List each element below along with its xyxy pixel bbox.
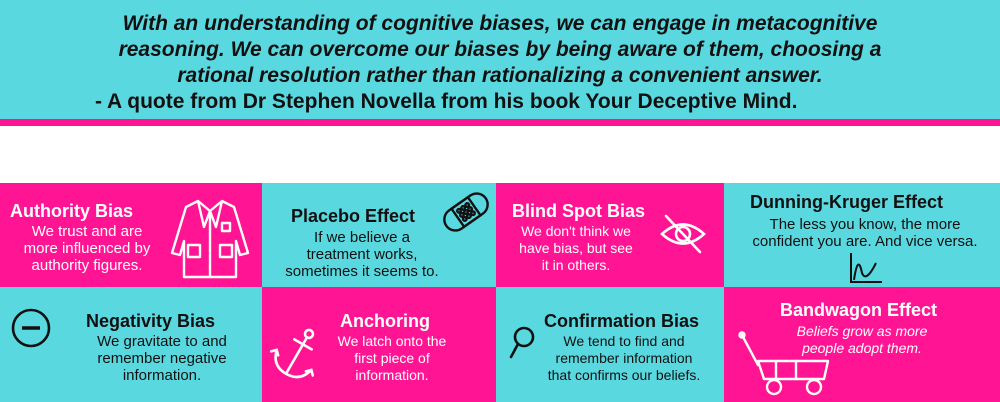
quote-line: With an understanding of cognitive biase… <box>122 12 878 35</box>
tile-body-line: remember negative <box>97 350 227 367</box>
lab-coat-icon <box>170 197 250 281</box>
tile-bandwagon-effect: Bandwagon Effect Beliefs grow as more pe… <box>724 287 1000 402</box>
curve-graph-icon <box>848 251 884 285</box>
quote-panel: With an understanding of cognitive biase… <box>0 0 1000 119</box>
tile-body-line: The less you know, the more <box>769 216 961 233</box>
quote-line: reasoning. We can overcome our biases by… <box>118 38 882 61</box>
tile-title: Anchoring <box>340 311 430 331</box>
tile-body-line: it in others. <box>541 257 611 273</box>
tile-negativity-bias: Negativity Bias We gravitate to and reme… <box>0 287 262 402</box>
tile-body-line: Beliefs grow as more <box>796 323 928 339</box>
tile-confirmation-bias: Confirmation Bias We tend to find and re… <box>496 287 724 402</box>
tile-body: We don't think we have bias, but see it … <box>506 223 646 274</box>
tile-dunning-kruger-effect: Dunning-Kruger Effect The less you know,… <box>724 183 1000 287</box>
tile-body-line: information. <box>122 367 202 384</box>
tile-body-line: authority figures. <box>31 257 143 274</box>
tile-title: Blind Spot Bias <box>512 201 646 221</box>
tile-body-line: sometimes it seems to. <box>285 263 439 280</box>
tile-body-line: treatment works, <box>306 246 418 263</box>
tile-title: Negativity Bias <box>86 311 216 331</box>
tile-body-line: We don't think we <box>521 223 631 239</box>
minus-circle-icon <box>10 307 52 349</box>
tile-title: Placebo Effect <box>291 206 416 226</box>
tile-body-line: If we believe a <box>314 229 410 246</box>
tile-title: Dunning-Kruger Effect <box>750 192 943 212</box>
quote-line: rational resolution rather than rational… <box>177 64 823 87</box>
quote-banner: With an understanding of cognitive biase… <box>0 0 1000 126</box>
quote-text: With an understanding of cognitive biase… <box>0 11 1000 89</box>
tile-body: We latch onto the first piece of informa… <box>312 333 472 384</box>
tile-title: Confirmation Bias <box>544 311 700 331</box>
tile-title: Authority Bias <box>10 201 134 221</box>
wagon-icon <box>736 331 836 397</box>
tile-body-line: information. <box>355 367 429 383</box>
tile-body-line: confident you are. And vice versa. <box>752 233 978 250</box>
quote-attribution: - A quote from Dr Stephen Novella from h… <box>95 90 798 113</box>
tile-body-line: We trust and are <box>31 223 143 240</box>
eye-off-icon <box>658 213 708 255</box>
tile-body: We tend to find and remember information… <box>526 333 722 384</box>
tile-anchoring: Anchoring We latch onto the first piece … <box>262 287 496 402</box>
tile-body: Beliefs grow as more people adopt them. <box>784 323 940 357</box>
tile-body-line: have bias, but see <box>519 240 633 256</box>
tile-body-line: people adopt them. <box>802 340 922 356</box>
tile-body-line: We latch onto the <box>337 333 447 349</box>
tile-body: We gravitate to and remember negative in… <box>76 333 248 384</box>
tile-body-line: We tend to find and <box>563 333 685 349</box>
tile-blind-spot-bias: Blind Spot Bias We don't think we have b… <box>496 183 724 287</box>
tile-body: We trust and are more influenced by auth… <box>12 223 162 274</box>
tile-body-line: remember information <box>555 350 693 366</box>
tile-placebo-effect: Placebo Effect If we believe a treatment… <box>262 183 496 287</box>
anchor-icon <box>268 323 328 383</box>
tile-body: The less you know, the more confident yo… <box>730 216 1000 250</box>
tile-body-line: more influenced by <box>23 240 151 257</box>
tile-authority-bias: Authority Bias We trust and are more inf… <box>0 183 262 287</box>
tile-body-line: We gravitate to and <box>97 333 227 350</box>
bandage-icon <box>438 187 494 237</box>
tile-body-line: that confirms our beliefs. <box>547 367 701 383</box>
tile-body: If we believe a treatment works, sometim… <box>272 229 452 280</box>
magnifier-icon <box>508 325 538 361</box>
tile-title: Bandwagon Effect <box>780 300 938 320</box>
tile-body-line: first piece of <box>354 350 430 366</box>
